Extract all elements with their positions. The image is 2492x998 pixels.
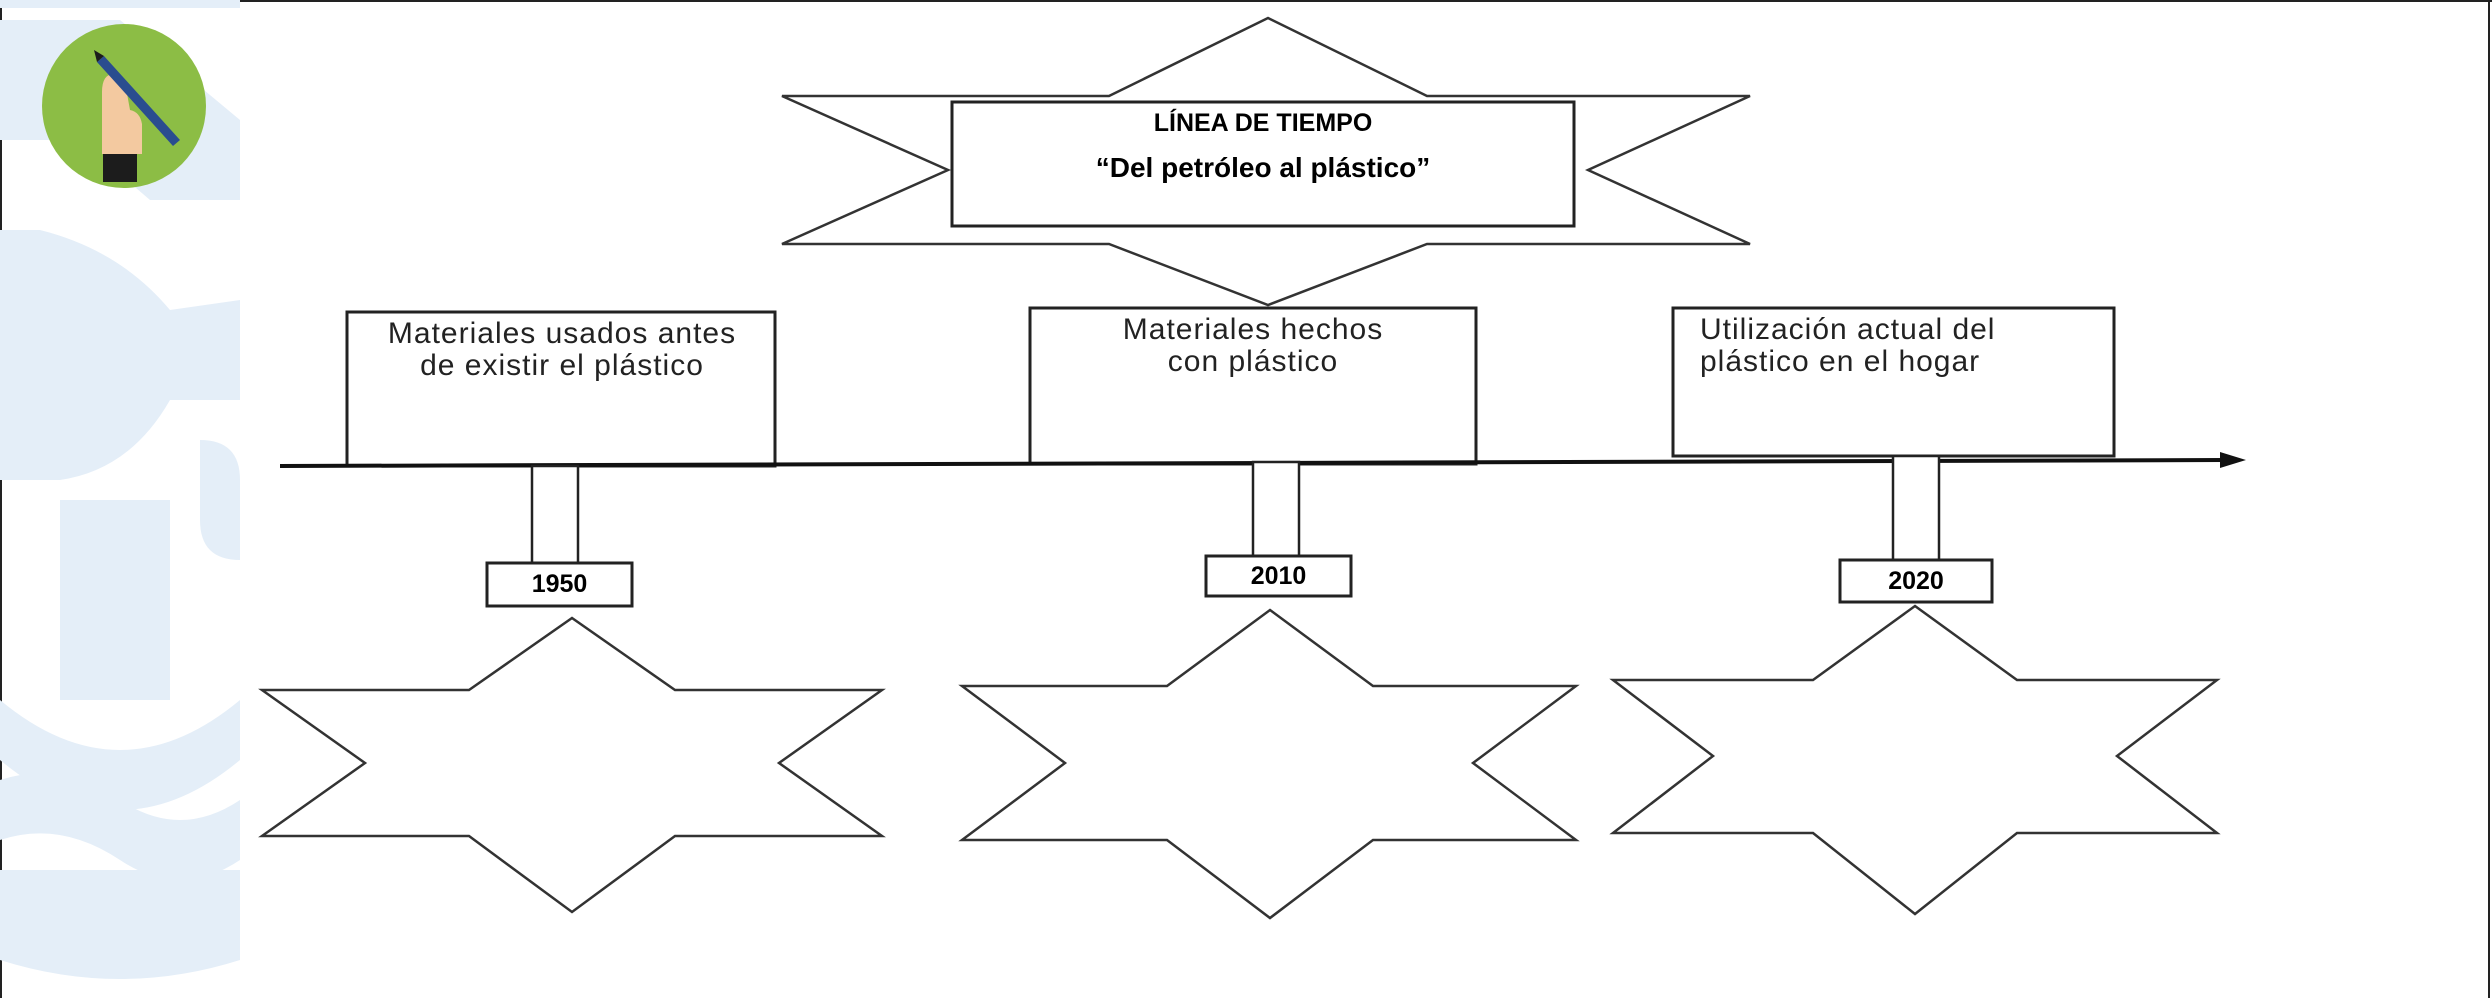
connector-1: [530, 464, 580, 565]
star-1: [258, 616, 886, 914]
connector-3: [1891, 454, 1941, 562]
year-box-3: [1838, 558, 1994, 604]
event-box-2: [1028, 306, 1478, 466]
hand-with-pencil-icon: [42, 24, 206, 188]
timeline-arrowhead: [2220, 452, 2246, 468]
title-box: [950, 100, 1576, 228]
year-label-3: 2020: [1888, 567, 1944, 595]
event-box-3: [1671, 306, 2116, 458]
year-label-1: 1950: [531, 570, 588, 598]
event-label-3: Utilización actual del plástico en el ho…: [1700, 313, 1996, 378]
year-label-2: 2010: [1250, 562, 1307, 590]
frame-left-line: [0, 0, 2, 998]
connector-2: [1251, 460, 1301, 558]
year-box-2: [1204, 554, 1353, 598]
event-label-1: Materiales usados antes de existir el pl…: [387, 317, 737, 382]
title-main: LÍNEA DE TIEMPO: [1153, 109, 1373, 137]
frame-right-line: [2488, 0, 2490, 998]
star-2: [958, 608, 1580, 920]
frame-top-line: [240, 0, 2492, 2]
event-label-2: Materiales hechos con plástico: [1122, 313, 1384, 378]
star-3: [1609, 604, 2221, 916]
year-box-1: [485, 561, 634, 608]
title-subtitle: “Del petróleo al plástico”: [1095, 152, 1431, 183]
